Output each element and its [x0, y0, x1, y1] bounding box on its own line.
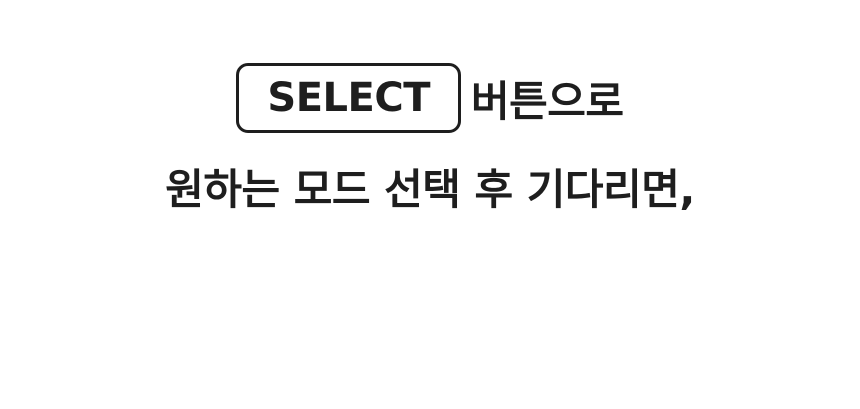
instruction-line-2: 원하는 모드 선택 후 기다리면, [165, 164, 695, 214]
instruction-line-1-text: 버튼으로 [471, 76, 624, 126]
instruction-line-1: SELECT 버튼으로 [0, 62, 860, 134]
select-button-badge: SELECT [236, 63, 462, 133]
